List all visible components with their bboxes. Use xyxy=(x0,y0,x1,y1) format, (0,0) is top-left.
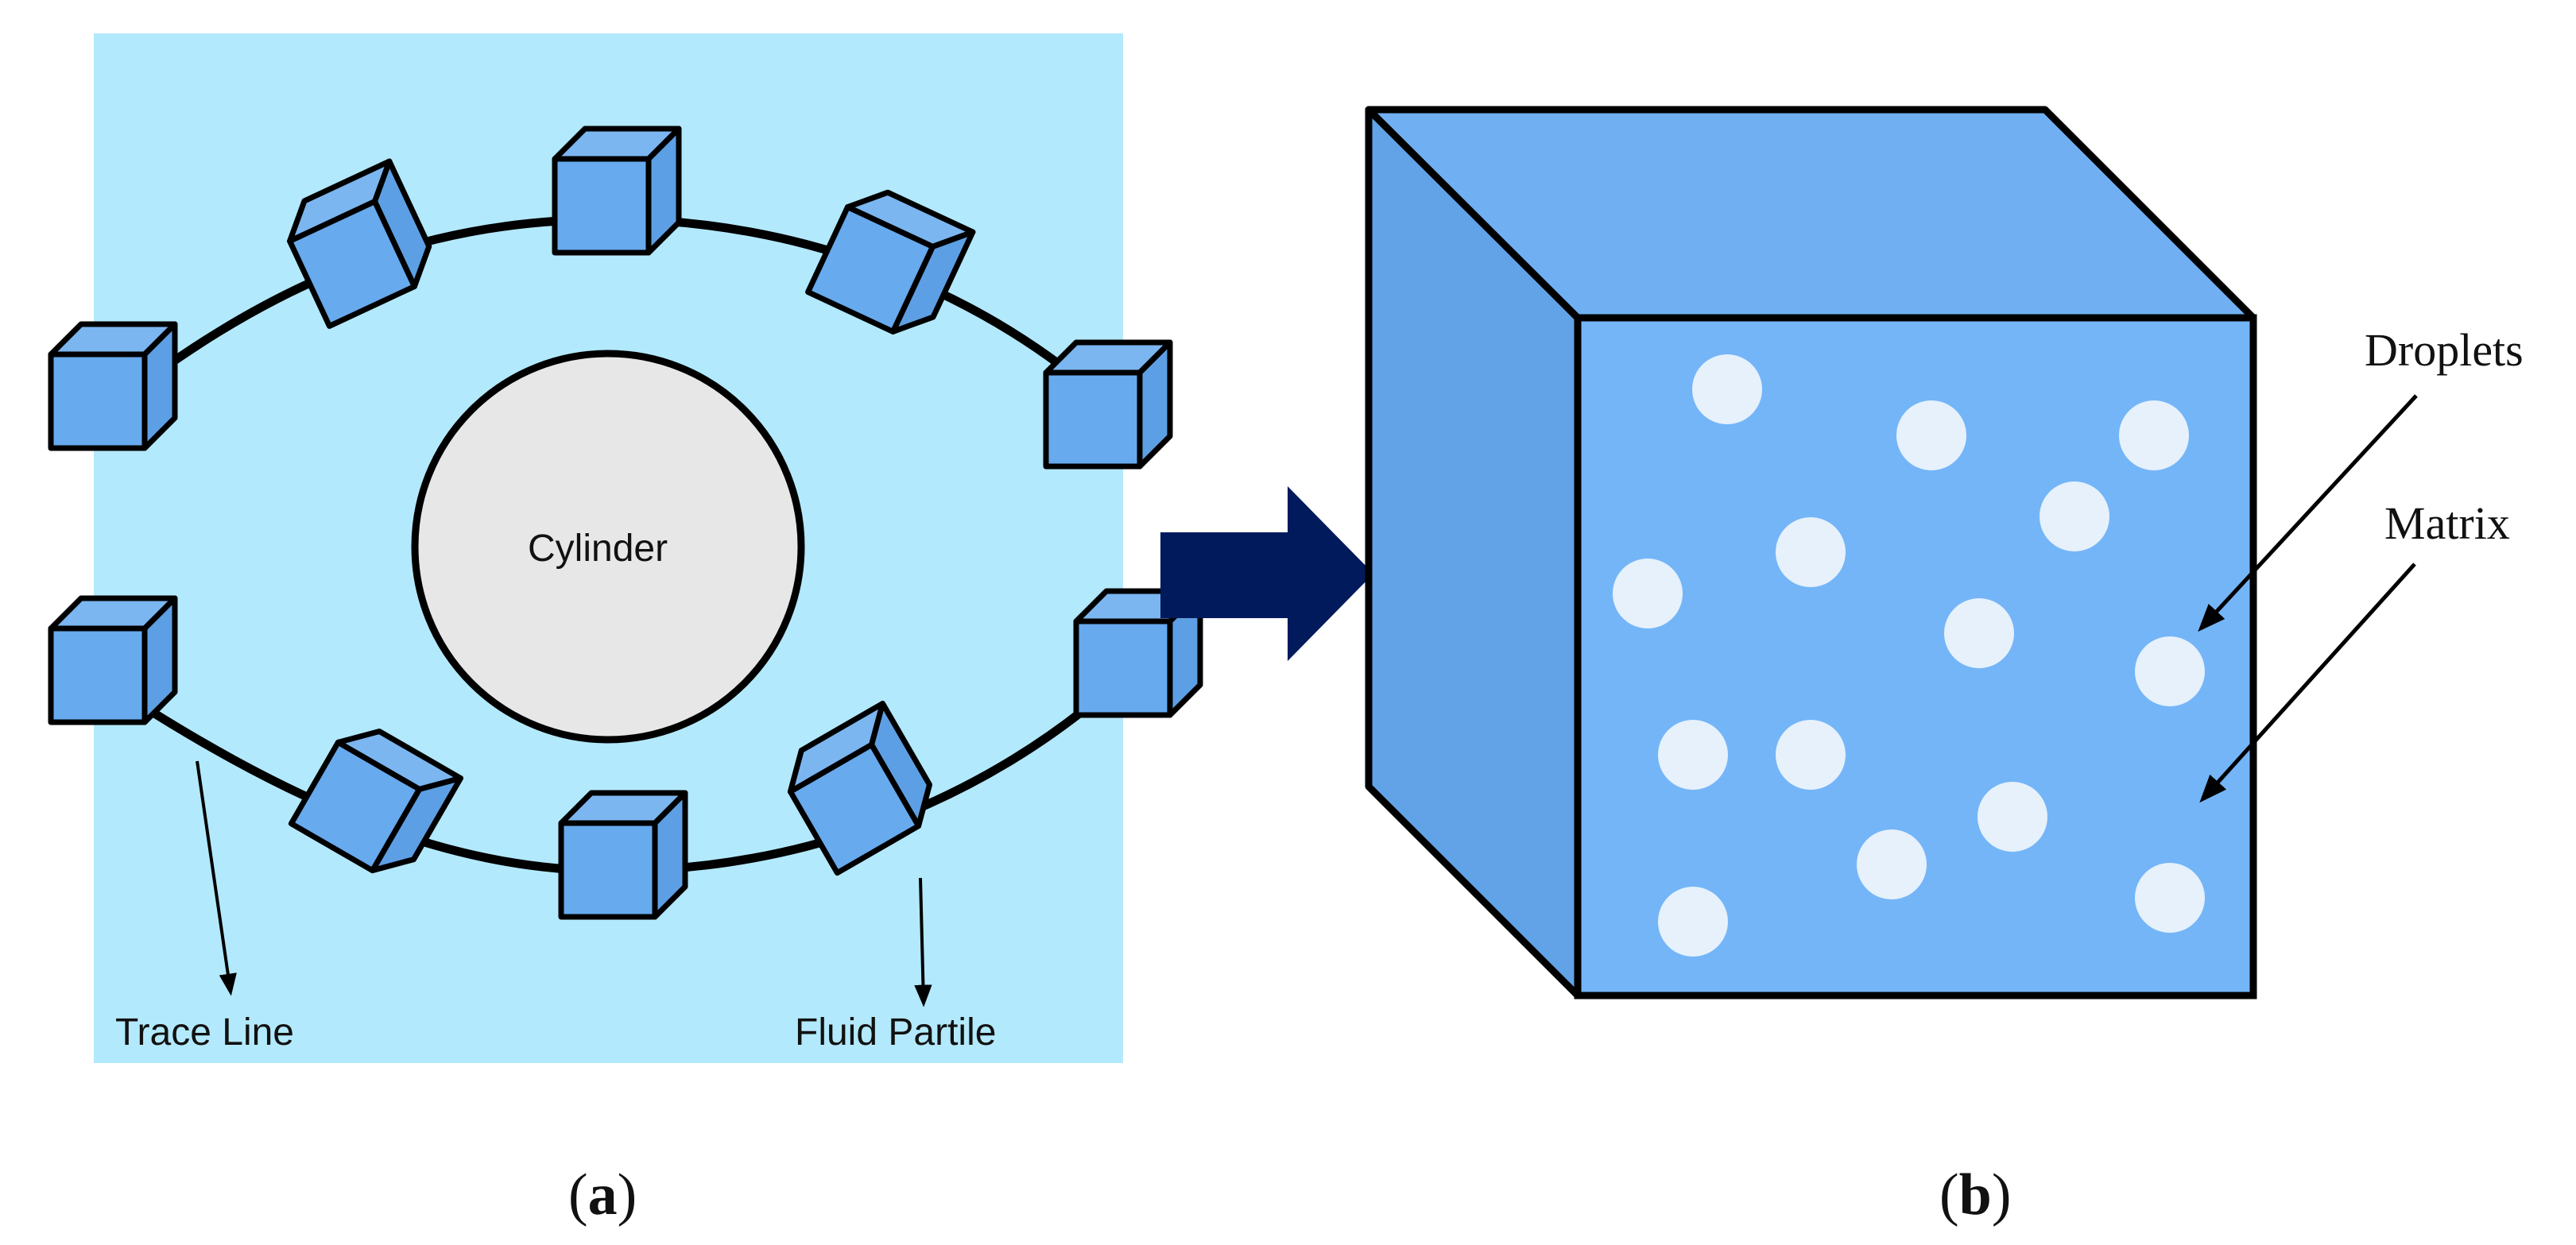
droplet xyxy=(1658,720,1728,790)
fluid-particle-cube xyxy=(558,790,688,920)
droplet xyxy=(1613,559,1683,628)
droplet xyxy=(2039,481,2109,551)
fluid-particle-label: Fluid Partile xyxy=(795,1011,997,1054)
fluid-particle-cube xyxy=(1073,588,1203,718)
fluid-particle-cube xyxy=(288,728,464,874)
fluid-particle-cube xyxy=(287,158,432,329)
droplet xyxy=(1857,829,1927,899)
droplet xyxy=(2135,636,2205,706)
droplets-pointer xyxy=(2198,394,2418,632)
fluid-particle-cube xyxy=(48,595,178,725)
droplet xyxy=(1776,517,1846,587)
droplet xyxy=(2135,863,2205,933)
droplet xyxy=(1776,720,1846,790)
droplet xyxy=(1658,887,1728,957)
cylinder-obstacle xyxy=(411,350,805,744)
fluid-particle-cube xyxy=(1043,339,1173,470)
panel-a-caption: (a) xyxy=(568,1162,637,1228)
matrix-pointer xyxy=(2199,563,2416,803)
droplet xyxy=(2119,400,2189,470)
fluid-particle-cube xyxy=(805,189,976,334)
fluid-particle-cube xyxy=(552,126,682,256)
matrix-label: Matrix xyxy=(2384,497,2510,549)
trace-line-label: Trace Line xyxy=(115,1011,294,1054)
droplet xyxy=(1692,354,1762,424)
panel-b-caption: (b) xyxy=(1939,1162,2012,1228)
droplets-label: Droplets xyxy=(2365,324,2524,376)
fluid-particle-cube xyxy=(48,321,178,451)
droplet xyxy=(1896,400,1966,470)
cylinder-label: Cylinder xyxy=(528,528,668,570)
fluid-particle-pointer xyxy=(914,877,932,1007)
fluid-particle-cube xyxy=(787,700,933,876)
trace-line-pointer xyxy=(196,760,237,996)
transition-arrow xyxy=(1160,486,1373,661)
droplet xyxy=(1978,782,2047,852)
droplet xyxy=(1944,598,2014,668)
